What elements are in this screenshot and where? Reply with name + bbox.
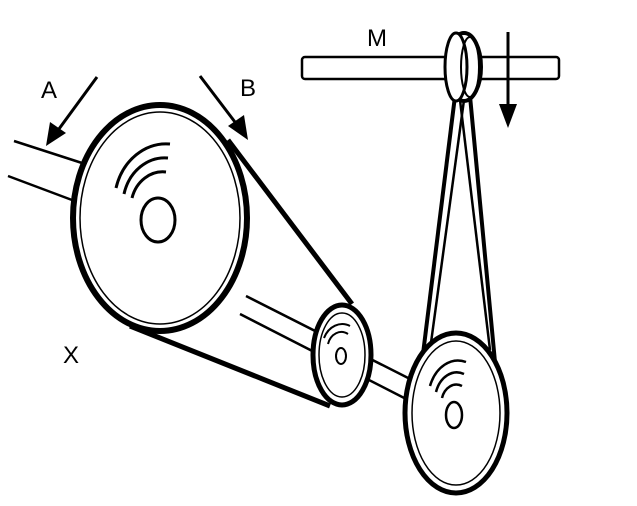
label-a: A bbox=[41, 77, 58, 104]
left-shaft bbox=[7, 139, 83, 202]
label-x: X bbox=[63, 342, 80, 369]
top-pulley bbox=[443, 31, 483, 103]
belt-lower-to-top bbox=[420, 95, 497, 363]
label-b: B bbox=[240, 75, 257, 102]
arrow-b-icon bbox=[198, 75, 248, 140]
label-m: M bbox=[367, 25, 387, 52]
upper-shaft-m bbox=[300, 55, 561, 81]
small-pulley bbox=[310, 302, 374, 408]
arrow-a-icon bbox=[46, 76, 99, 146]
belt-x-to-small bbox=[129, 138, 354, 409]
arrow-m-icon bbox=[499, 32, 517, 128]
lower-right-pulley bbox=[402, 330, 510, 496]
large-pulley-x bbox=[70, 102, 250, 334]
